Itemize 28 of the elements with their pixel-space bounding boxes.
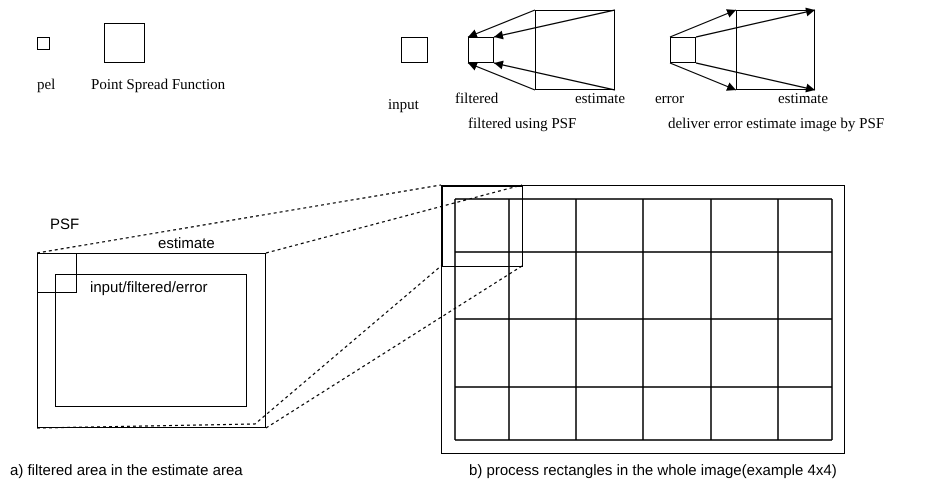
group-caption: deliver error estimate image by PSF <box>668 116 884 133</box>
pixel-label: pel <box>37 77 56 94</box>
input-label: input <box>388 97 419 114</box>
arrow <box>696 62 816 92</box>
psf-label: PSF <box>50 216 80 233</box>
figure-caption: a) filtered area in the estimate area <box>10 462 243 479</box>
arrow <box>494 9 616 40</box>
projection-line <box>266 266 522 428</box>
estimate-label: estimate <box>778 91 828 108</box>
estimate-label: estimate <box>158 235 215 252</box>
filtered-label: filtered <box>455 91 498 108</box>
projection-line <box>266 184 522 254</box>
arrow <box>696 8 816 38</box>
arrow <box>670 9 736 38</box>
group-caption: filtered using PSF <box>468 116 576 133</box>
arrow <box>494 60 616 91</box>
projection-line <box>36 266 442 429</box>
arrow <box>468 62 536 91</box>
error-label: error <box>655 91 684 108</box>
psf-label: Point Spread Function <box>91 77 226 94</box>
projection-line <box>36 184 442 254</box>
arrow <box>670 62 736 91</box>
estimate-label: estimate <box>575 91 625 108</box>
arrow <box>468 9 536 38</box>
area-label: input/filtered/error <box>90 279 208 296</box>
whole-image-frame <box>441 185 845 454</box>
highlight-square <box>442 186 523 267</box>
figure-caption: b) process rectangles in the whole image(example 4x4) <box>469 462 837 479</box>
